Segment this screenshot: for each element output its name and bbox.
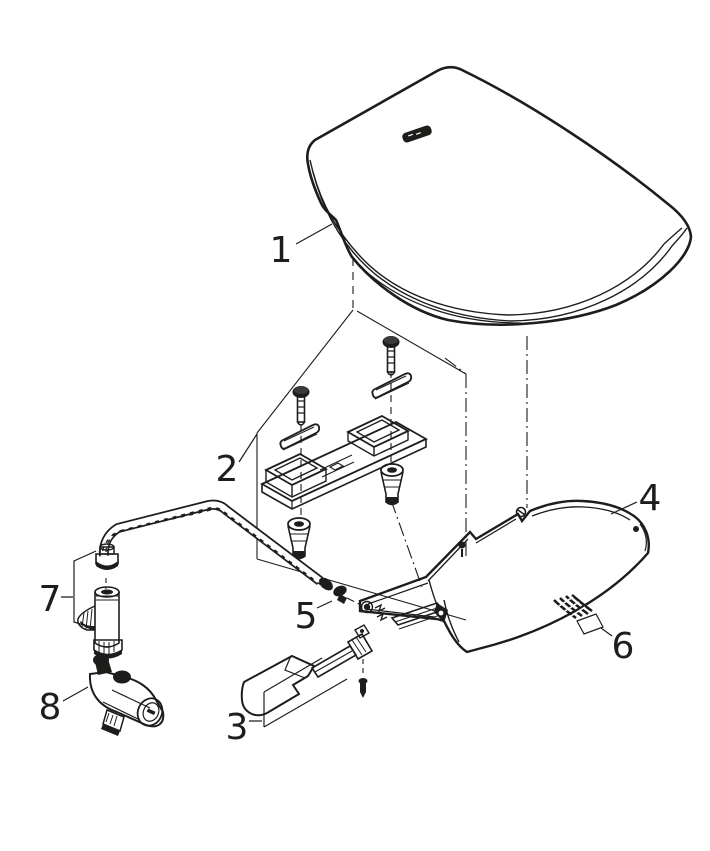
callout-5: 5	[295, 596, 333, 637]
callout-7: 7	[39, 550, 97, 627]
anchor-left	[287, 517, 311, 560]
callout-2-number[interactable]: 2	[216, 449, 239, 490]
callouts: 1 2 3 4 5 6 7 8	[39, 223, 662, 748]
part-5-plug	[333, 585, 347, 604]
callout-8: 8	[39, 686, 89, 728]
callout-4-number[interactable]: 4	[639, 478, 662, 519]
mounting-screw-right	[382, 336, 400, 376]
callout-5-number[interactable]: 5	[295, 596, 318, 637]
valve-knob	[93, 654, 131, 684]
clamp-right	[371, 372, 413, 400]
tee-fitting	[77, 586, 123, 659]
callout-1: 1	[270, 223, 333, 271]
part-6-cables	[553, 594, 604, 635]
callout-4: 4	[610, 478, 662, 519]
lever-screw	[358, 678, 368, 698]
callout-7-number[interactable]: 7	[39, 579, 62, 620]
callout-3-number[interactable]: 3	[226, 707, 249, 748]
mounting-plate	[260, 414, 428, 510]
grohe-logo-mark	[402, 125, 432, 143]
part-7-hose-and-fitting	[77, 499, 333, 659]
part-1-seat-lid	[306, 65, 693, 326]
body-top-screw	[515, 506, 527, 518]
callout-8-number[interactable]: 8	[39, 687, 62, 728]
anchor-right	[380, 463, 404, 506]
part-2-mounting-kit	[260, 336, 428, 560]
callout-2: 2	[216, 433, 258, 490]
callout-6: 6	[600, 626, 635, 667]
callout-6-number[interactable]: 6	[612, 626, 635, 667]
mounting-screw-left	[292, 386, 310, 426]
hose-nut	[95, 543, 119, 570]
pillar-screw	[458, 541, 466, 549]
callout-1-number[interactable]: 1	[270, 230, 293, 271]
valve-outlet-stub	[101, 708, 125, 736]
clamp-left	[279, 423, 321, 451]
part-3-lever	[240, 624, 374, 717]
part-4-main-body	[358, 499, 650, 654]
callout-3: 3	[226, 657, 348, 748]
part-8-stop-valve	[88, 654, 165, 736]
water-inlet	[360, 600, 374, 614]
lever-channel	[390, 602, 448, 630]
